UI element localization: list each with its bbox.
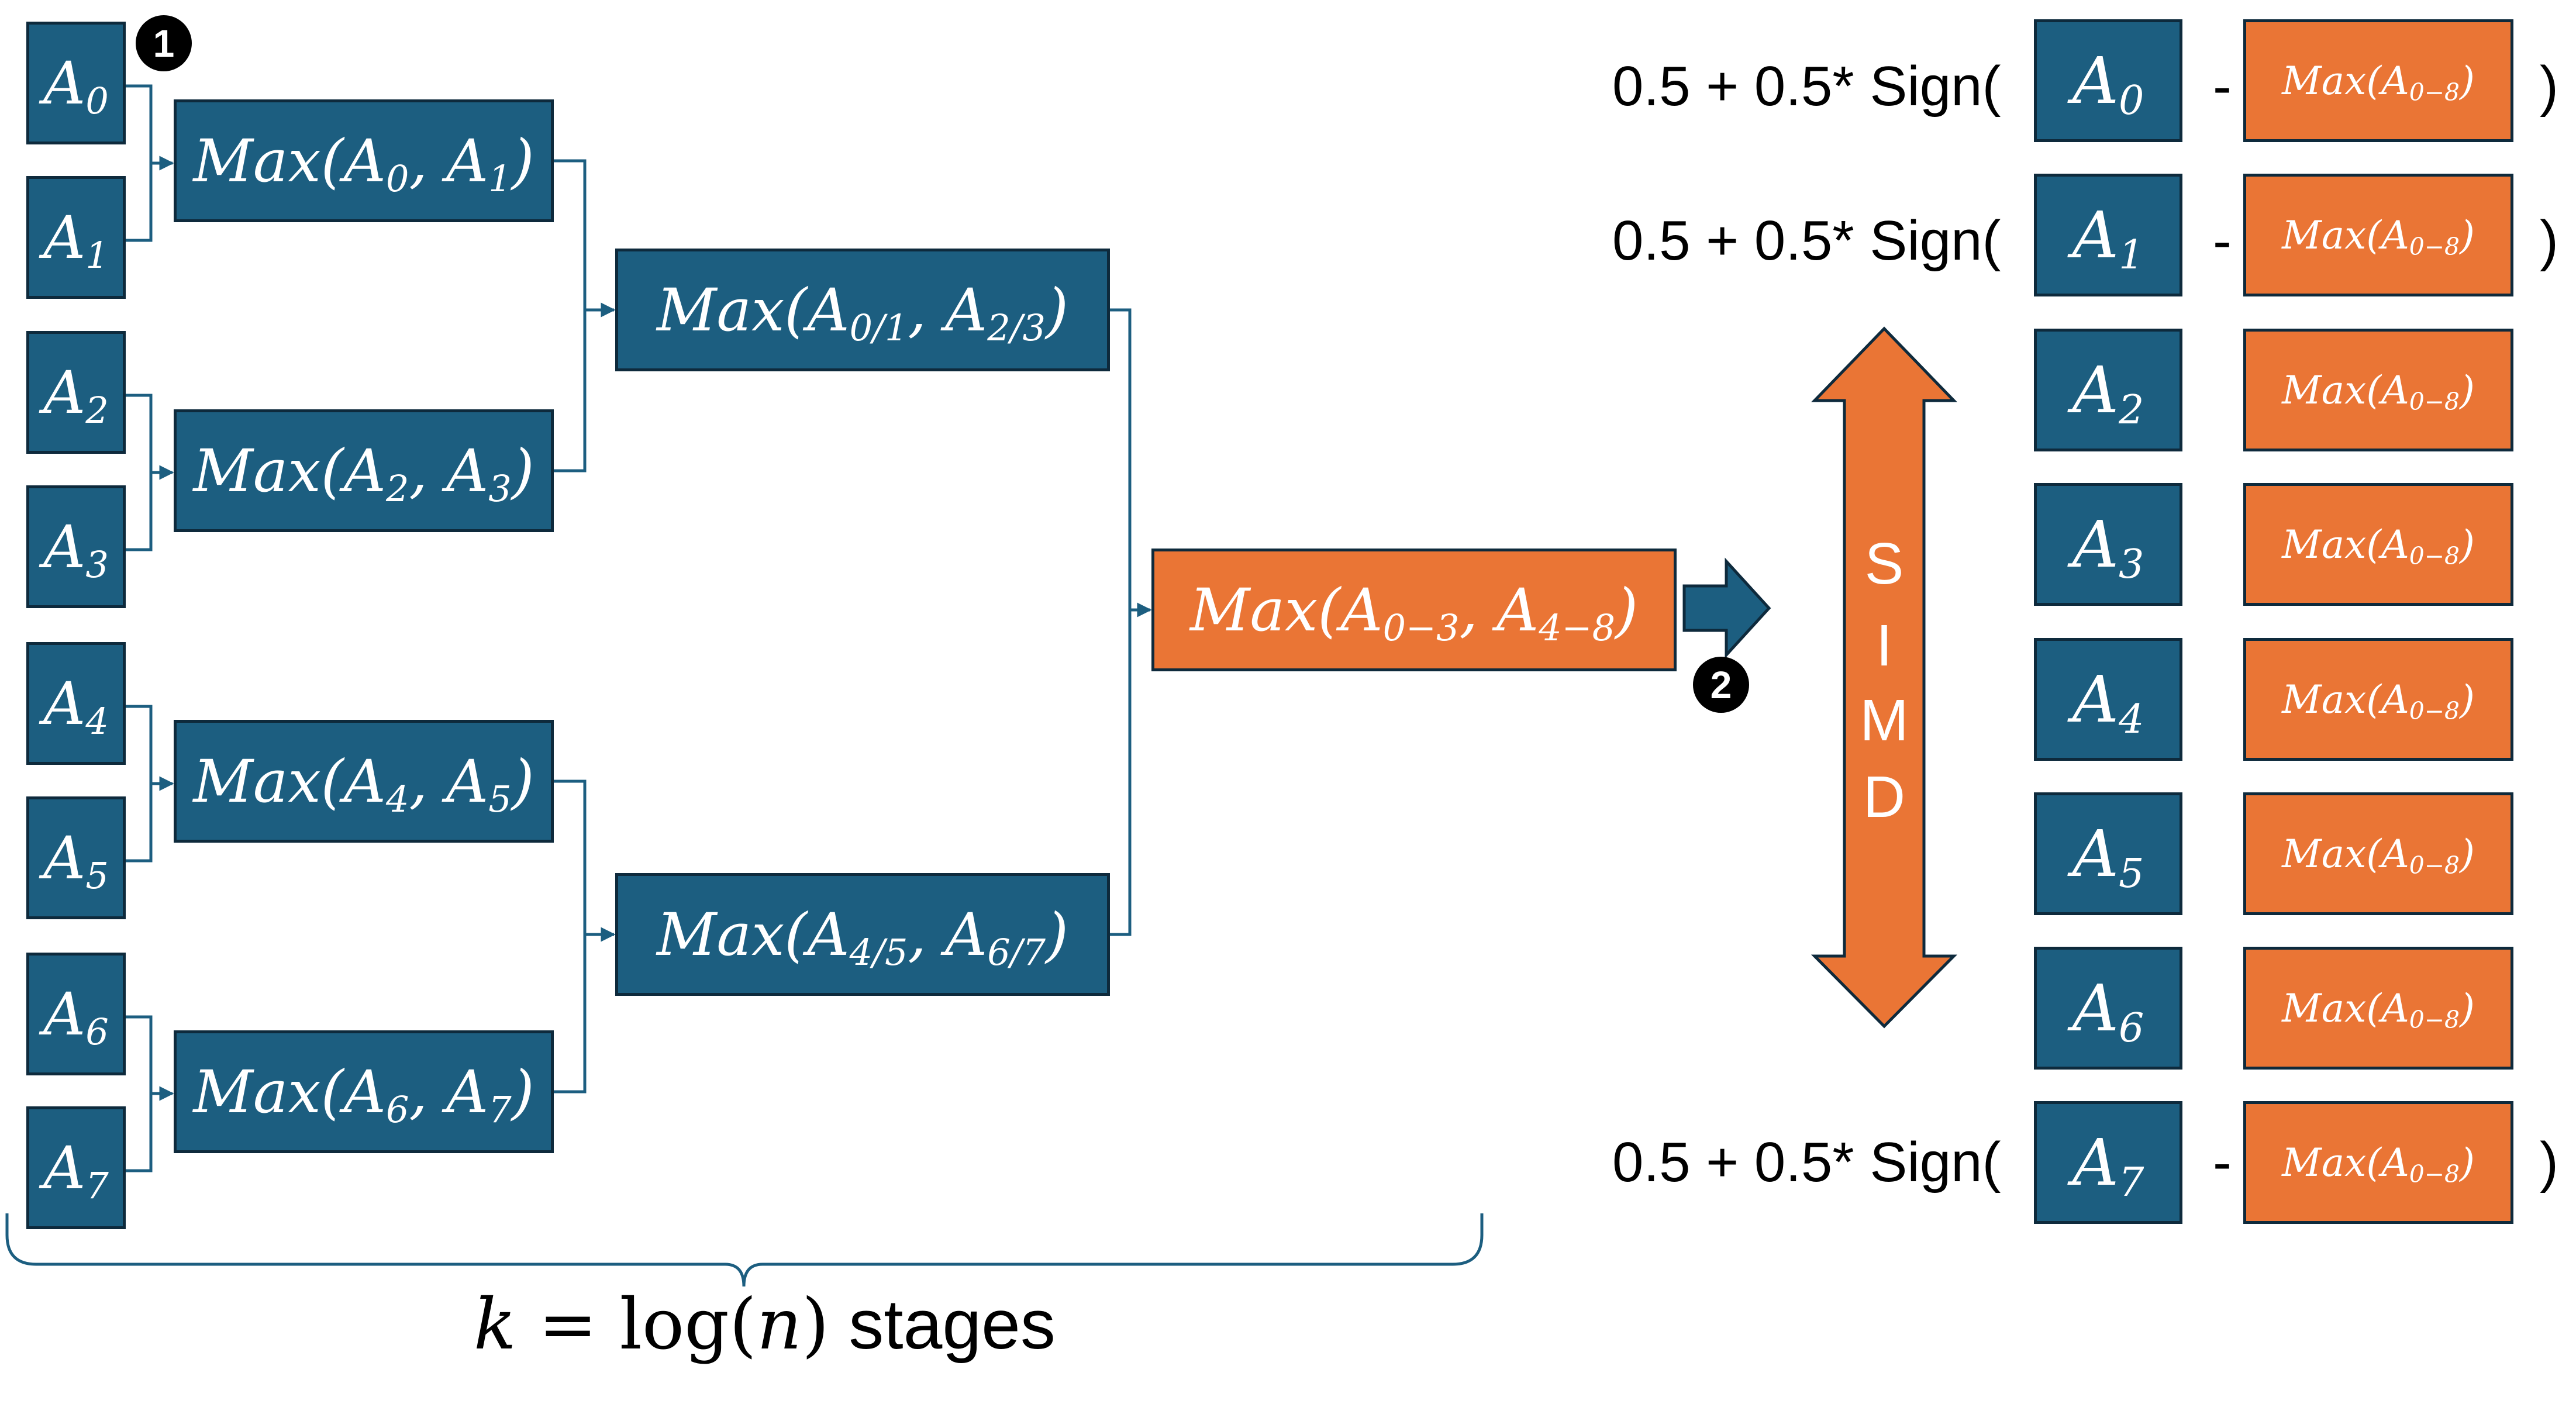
stages-brace (5, 1213, 1484, 1287)
input-box-a3: A3 (26, 485, 126, 608)
input-box-a0: A0 (26, 22, 126, 144)
input-label: A4 (43, 669, 109, 743)
input-label: A6 (43, 979, 109, 1053)
max-box-stage1: Max(A4, A5) (174, 720, 554, 843)
max-label: Max(A2, A3) (193, 436, 534, 510)
connector-s1-upper (554, 159, 614, 472)
step-badge-2: 2 (1693, 657, 1749, 713)
input-label: A4 (2072, 662, 2144, 743)
max-all-label: Max(A0−8) (2282, 212, 2475, 261)
simd-letter: D (1863, 764, 1906, 830)
input-box-a2: A2 (26, 331, 126, 454)
sign-expression: 0.5 + 0.5* Sign( (1612, 209, 2001, 272)
max-all-box: Max(A0−8) (2243, 174, 2513, 296)
max-all-box: Max(A0−8) (2243, 483, 2513, 606)
max-label: Max(A0−3, A4−8) (1189, 575, 1639, 649)
step-badge-1: 1 (136, 15, 192, 71)
connector-a4-a5 (126, 705, 173, 863)
close-paren: ) (2540, 209, 2558, 272)
simd-input-box-a2: A2 (2034, 329, 2182, 451)
close-paren: ) (2540, 55, 2558, 118)
max-all-label: Max(A0−8) (2282, 367, 2475, 416)
input-label: A6 (2072, 971, 2144, 1052)
max-all-box: Max(A0−8) (2243, 792, 2513, 915)
max-label: Max(A4/5, A6/7) (656, 900, 1068, 974)
sign-expression: 0.5 + 0.5* Sign( (1612, 55, 2001, 118)
input-label: A7 (2072, 1125, 2144, 1206)
max-all-label: Max(A0−8) (2282, 985, 2475, 1034)
input-label: A5 (43, 823, 109, 897)
simd-input-box-a5: A5 (2034, 792, 2182, 915)
max-all-label: Max(A0−8) (2282, 831, 2475, 879)
max-all-box: Max(A0−8) (2243, 19, 2513, 142)
simd-input-box-a0: A0 (2034, 19, 2182, 142)
max-label: Max(A6, A7) (193, 1057, 534, 1131)
max-all-box: Max(A0−8) (2243, 1101, 2513, 1224)
max-box-final: Max(A0−3, A4−8) (1151, 549, 1677, 671)
simd-letter: M (1860, 688, 1909, 753)
max-box-stage2: Max(A0/1, A2/3) (615, 249, 1110, 371)
input-box-a4: A4 (26, 642, 126, 765)
input-box-a5: A5 (26, 796, 126, 919)
block-arrow-right (1682, 557, 1771, 659)
stages-caption: k = log(n) stages (474, 1289, 1056, 1360)
input-label: A7 (43, 1133, 109, 1207)
input-label: A3 (2072, 507, 2144, 588)
max-box-stage2: Max(A4/5, A6/7) (615, 873, 1110, 996)
simd-letter: S (1864, 531, 1904, 596)
minus-sign: - (2213, 209, 2232, 272)
input-label: A5 (2072, 816, 2144, 898)
simd-input-box-a3: A3 (2034, 483, 2182, 606)
max-label: Max(A0, A1) (193, 126, 534, 200)
sign-expression: 0.5 + 0.5* Sign( (1612, 1131, 2001, 1194)
input-label: A2 (2072, 353, 2144, 434)
simd-letter: I (1876, 613, 1892, 678)
connector-s2 (1108, 308, 1150, 936)
minus-sign: - (2213, 55, 2232, 118)
input-label: A1 (2072, 198, 2144, 279)
input-label: A1 (43, 203, 109, 277)
max-label: Max(A4, A5) (193, 747, 534, 820)
max-box-stage1: Max(A6, A7) (174, 1030, 554, 1153)
simd-input-box-a7: A7 (2034, 1101, 2182, 1224)
max-all-box: Max(A0−8) (2243, 329, 2513, 451)
max-all-label: Max(A0−8) (2282, 522, 2475, 570)
max-all-label: Max(A0−8) (2282, 677, 2475, 725)
connector-a2-a3 (126, 394, 173, 551)
connector-a0-a1 (126, 84, 173, 242)
max-all-box: Max(A0−8) (2243, 638, 2513, 761)
max-all-box: Max(A0−8) (2243, 947, 2513, 1070)
simd-input-box-a6: A6 (2034, 947, 2182, 1070)
max-all-label: Max(A0−8) (2282, 58, 2475, 106)
max-box-stage1: Max(A2, A3) (174, 409, 554, 532)
connector-a6-a7 (126, 1015, 173, 1172)
input-box-a7: A7 (26, 1106, 126, 1229)
max-all-label: Max(A0−8) (2282, 1140, 2475, 1188)
input-label: A3 (43, 512, 109, 586)
simd-double-arrow (1811, 326, 1957, 1029)
max-box-stage1: Max(A0, A1) (174, 99, 554, 222)
input-label: A2 (43, 358, 109, 432)
close-paren: ) (2540, 1131, 2558, 1194)
minus-sign: - (2213, 1131, 2232, 1194)
simd-input-box-a4: A4 (2034, 638, 2182, 761)
input-label: A0 (43, 49, 109, 122)
connector-s1-lower (554, 779, 614, 1094)
caption-suffix: stages (829, 1285, 1056, 1364)
simd-input-box-a1: A1 (2034, 174, 2182, 296)
input-box-a1: A1 (26, 176, 126, 299)
input-box-a6: A6 (26, 953, 126, 1075)
max-label: Max(A0/1, A2/3) (656, 275, 1068, 349)
caption-formula: k = log(n) (474, 1284, 829, 1365)
input-label: A0 (2072, 43, 2144, 125)
